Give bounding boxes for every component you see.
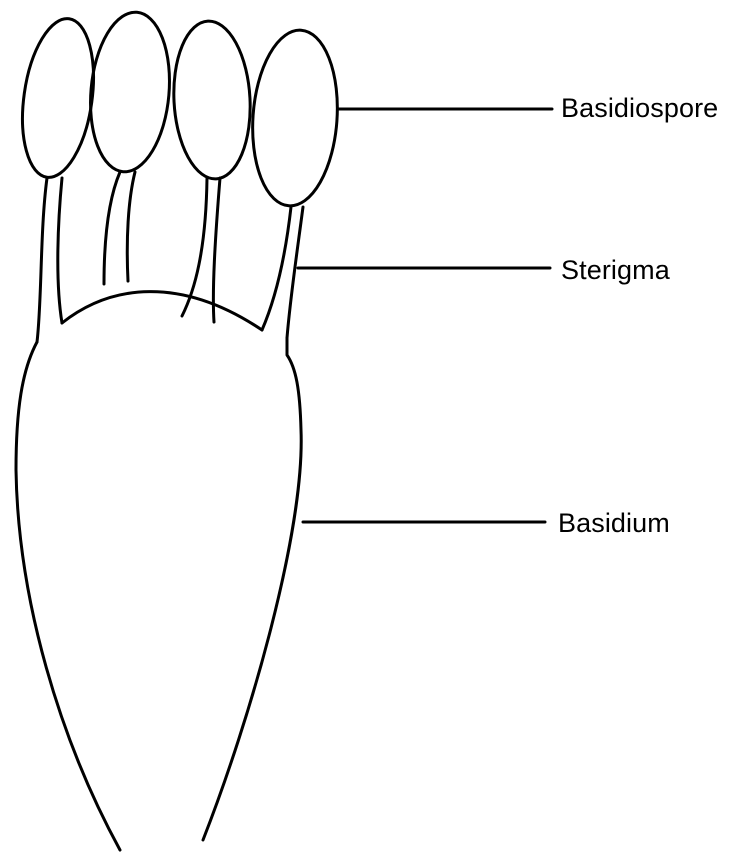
label-basidium: Basidium — [558, 510, 670, 537]
label-basidiospore: Basidiospore — [561, 95, 718, 122]
label-sterigma: Sterigma — [561, 257, 670, 284]
